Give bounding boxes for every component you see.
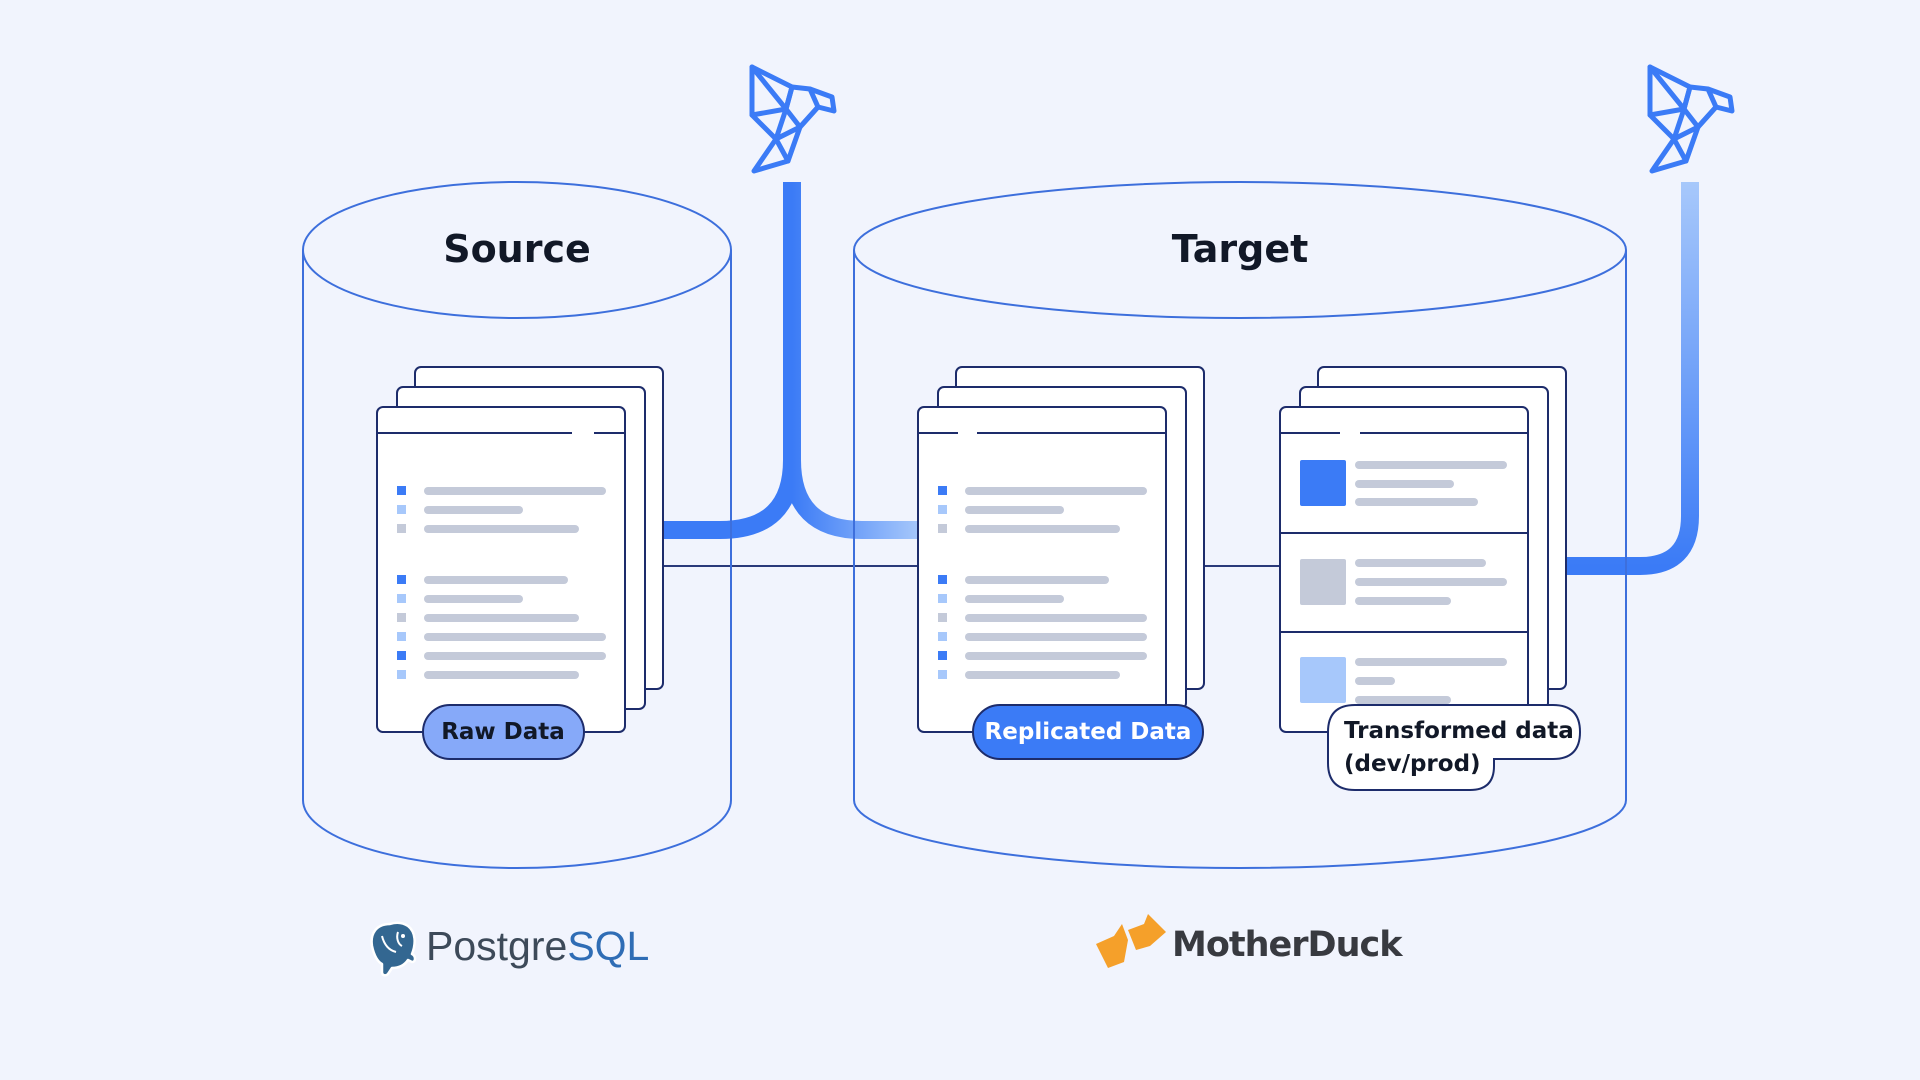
postgresql-logo-text-secondary: SQL <box>567 923 649 969</box>
raw-data-doc <box>376 406 626 733</box>
replicated-data-label: Replicated Data <box>985 719 1192 745</box>
transformed-data-doc-stack: Transformed data (dev/prod) <box>1279 366 1582 791</box>
raw-data-label: Raw Data <box>441 719 565 745</box>
raw-data-doc-stack: Raw Data <box>376 366 664 760</box>
origami-bird-icon <box>752 67 834 171</box>
target-to-pipeline-pipe <box>1548 182 1699 575</box>
motherduck-feet-icon <box>1096 914 1166 968</box>
target-cylinder: Target <box>853 181 1627 869</box>
replicated-data-doc <box>917 406 1167 733</box>
postgresql-logo-text-primary: Postgre <box>426 923 567 969</box>
motherduck-logo-text: MotherDuck <box>1172 925 1403 965</box>
replicated-data-pill <box>972 704 1204 760</box>
postgresql-elephant-icon <box>370 921 417 977</box>
transformed-data-pill <box>1327 704 1582 791</box>
source-to-pipeline-pipe <box>663 459 801 539</box>
replicated-data-doc-stack: Replicated Data <box>917 366 1205 760</box>
target-title: Target <box>1172 227 1309 271</box>
postgresql-logo: PostgreSQL <box>370 921 649 977</box>
replicated-data-rows <box>938 486 1147 679</box>
motherduck-logo: MotherDuck <box>1096 914 1404 968</box>
transformed-data-label-line2: (dev/prod) <box>1344 751 1481 777</box>
transformed-data-label-line1: Transformed data <box>1344 718 1574 744</box>
source-title: Source <box>443 227 591 271</box>
raw-data-rows <box>397 486 606 679</box>
origami-bird-icon <box>1650 67 1732 171</box>
svg-text:PostgreSQL: PostgreSQL <box>426 923 649 969</box>
source-cylinder: Source <box>302 181 732 869</box>
raw-data-pill <box>422 704 585 760</box>
